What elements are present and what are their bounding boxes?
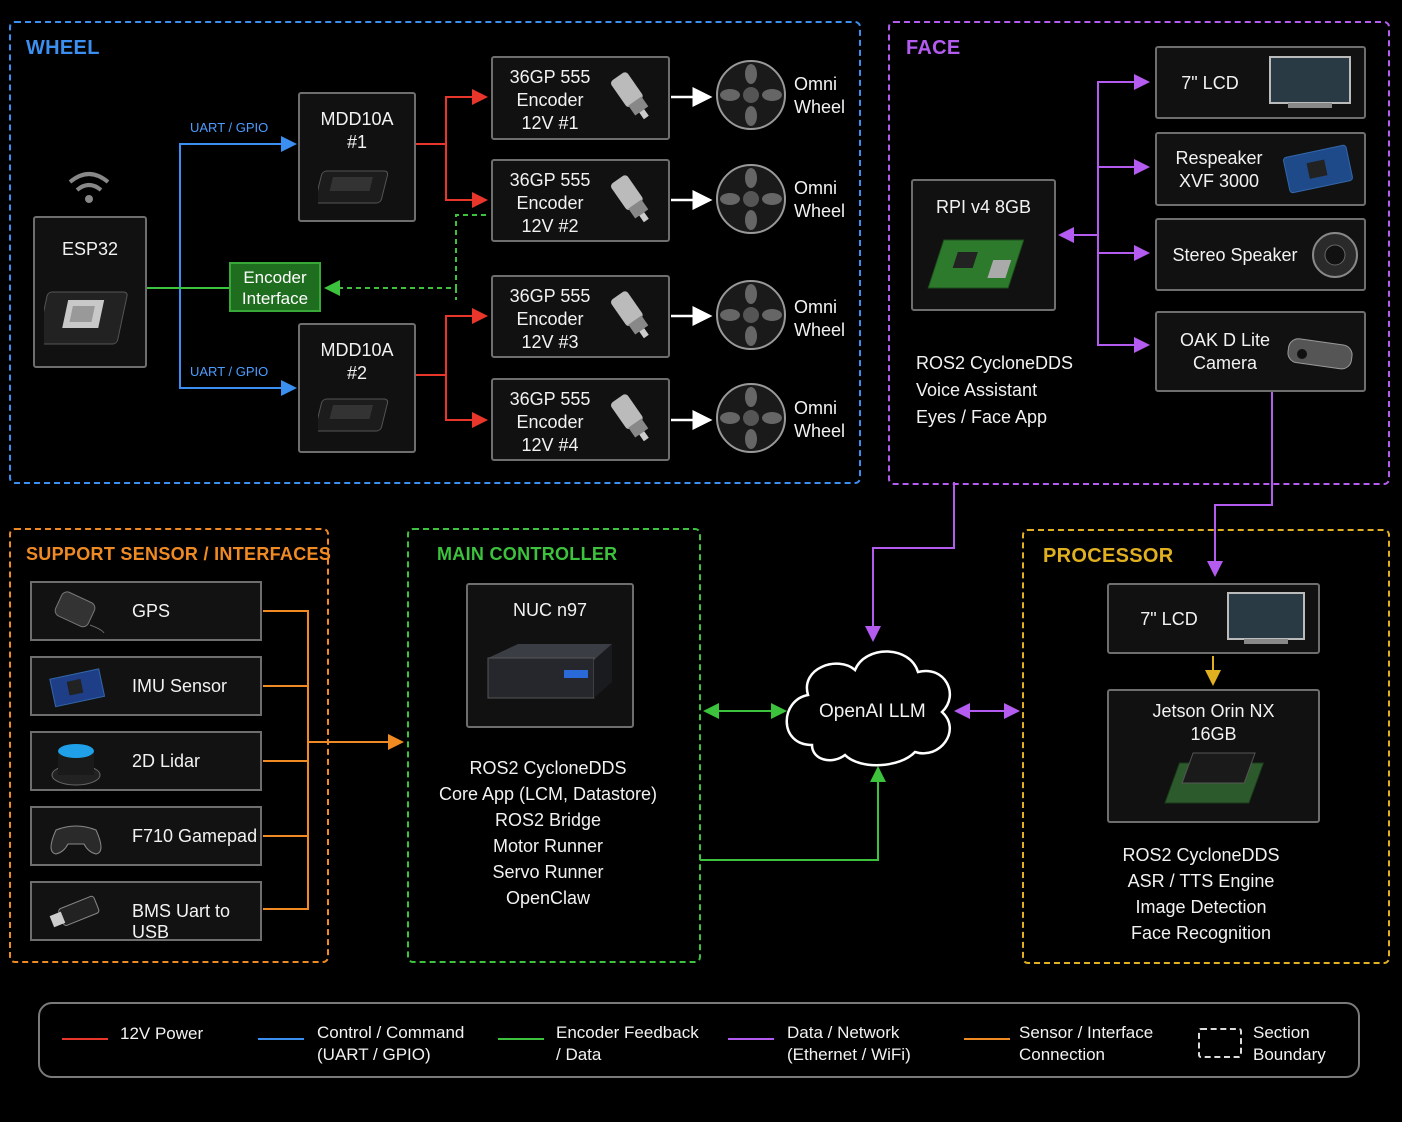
legend-control: Control / Command (UART / GPIO): [317, 1023, 465, 1064]
main-section: [407, 528, 701, 963]
legend-power: 12V Power: [120, 1024, 204, 1043]
motor-label-1: 36GP 555 Encoder 12V #1: [509, 67, 591, 133]
dc-motor-icon: [611, 72, 649, 120]
legend-swatch-control: [258, 1038, 304, 1040]
processor-description: ROS2 CycloneDDS ASR / TTS Engine Image D…: [1122, 845, 1280, 943]
legend-data: Data / Network (Ethernet / WiFi): [787, 1023, 911, 1064]
support-section: [9, 528, 329, 963]
wifi-icon: [68, 172, 110, 192]
bms-usb-label: BMS Uart to USB: [132, 901, 231, 942]
esp32-board-icon: [44, 291, 128, 345]
speaker-icon: [1312, 232, 1358, 278]
omni-wheel-label-4: Omni Wheel: [794, 398, 846, 441]
processor-section-title: PROCESSOR: [1043, 545, 1174, 567]
legend-swatch-sensor: [964, 1038, 1010, 1040]
processor-lcd-label: 7" LCD: [1140, 609, 1198, 629]
legend-encoder: Encoder Feedback / Data: [556, 1023, 699, 1064]
monitor-icon: [1227, 592, 1305, 644]
microphone-array-icon: [1283, 144, 1353, 194]
uart-gpio-label-2: UART / GPIO: [190, 364, 269, 379]
gamepad-box: F710 Gamepad: [30, 806, 262, 866]
wheel-section: [9, 21, 861, 484]
jetson-label: Jetson Orin NX 16GB: [1152, 701, 1275, 744]
raspberry-pi-icon: [927, 239, 1025, 289]
lidar-sensor-box: 2D Lidar: [30, 731, 262, 791]
face-section-title: FACE: [906, 37, 961, 59]
motor-label-2: 36GP 555 Encoder 12V #2: [509, 170, 591, 236]
jetson-board-icon: [1164, 752, 1265, 804]
wheel-section-title: WHEEL: [26, 37, 100, 59]
legend-swatch-data: [728, 1038, 774, 1040]
rpi-description: ROS2 CycloneDDS Voice Assistant Eyes / F…: [916, 353, 1074, 427]
gamepad-icon: [50, 825, 102, 855]
omni-wheel-icon: [716, 60, 786, 130]
dc-motor-icon: [611, 291, 649, 339]
main-section-title: MAIN CONTROLLER: [437, 544, 618, 564]
motor-driver-icon: [318, 398, 389, 432]
imu-board-icon: [49, 668, 106, 708]
lidar-label: 2D Lidar: [132, 751, 201, 771]
imu-label: IMU Sensor: [132, 676, 228, 696]
dc-motor-icon: [611, 175, 649, 223]
legend-swatch-encoder: [498, 1038, 544, 1040]
nuc-label: NUC n97: [512, 600, 588, 620]
camera-icon: [1287, 338, 1353, 370]
rpi-label: RPI v4 8GB: [935, 197, 1032, 217]
dc-motor-icon: [611, 394, 649, 442]
processor-section: [1022, 529, 1390, 964]
openai-llm-label: OpenAI LLM: [819, 701, 926, 722]
speaker-label: Stereo Speaker: [1172, 245, 1298, 265]
gps-icon: [54, 591, 105, 633]
motor-label-4: 36GP 555 Encoder 12V #4: [509, 389, 591, 455]
omni-wheel-icon: [716, 383, 786, 453]
motor-driver-icon: [318, 170, 389, 204]
lidar-icon: [51, 744, 101, 786]
omni-wheel-label-1: Omni Wheel: [794, 74, 846, 117]
gps-label: GPS: [132, 601, 171, 621]
monitor-icon: [1269, 56, 1351, 108]
gps-sensor-box: GPS: [30, 581, 262, 641]
omni-wheel-label-2: Omni Wheel: [794, 178, 846, 221]
imu-sensor-box: IMU Sensor: [30, 656, 262, 716]
legend-boundary: Section Boundary: [1253, 1023, 1326, 1064]
esp32-label: ESP32: [61, 239, 119, 259]
legend-swatch-boundary: [1198, 1028, 1242, 1058]
uart-gpio-label-1: UART / GPIO: [190, 120, 269, 135]
respeaker-label: Respeaker XVF 3000: [1175, 148, 1263, 191]
mdd10a-1-label: MDD10A #1: [320, 109, 394, 152]
face-lcd-label: 7" LCD: [1181, 73, 1239, 93]
mini-pc-icon: [487, 644, 612, 699]
gamepad-label: F710 Gamepad: [132, 826, 258, 846]
omni-wheel-label-3: Omni Wheel: [794, 297, 846, 340]
oak-camera-label: OAK D Lite Camera: [1179, 330, 1271, 373]
legend: 12V Power Control / Command (UART / GPIO…: [38, 1002, 1360, 1078]
usb-adapter-icon: [49, 895, 100, 928]
omni-wheel-icon: [716, 280, 786, 350]
bms-usb-box: BMS Uart to USB: [30, 881, 262, 942]
cloud-shape: [785, 650, 952, 767]
encoder-interface-box: Encoder Interface: [229, 262, 321, 312]
main-description: ROS2 CycloneDDS Core App (LCM, Datastore…: [438, 758, 658, 908]
mdd10a-2-label: MDD10A #2: [320, 340, 394, 383]
support-section-title: SUPPORT SENSOR / INTERFACES: [26, 544, 332, 564]
motor-label-3: 36GP 555 Encoder 12V #3: [509, 286, 591, 352]
legend-swatch-power: [62, 1038, 108, 1040]
face-section: [888, 21, 1390, 485]
legend-sensor: Sensor / Interface Connection: [1019, 1023, 1154, 1064]
omni-wheel-icon: [716, 164, 786, 234]
